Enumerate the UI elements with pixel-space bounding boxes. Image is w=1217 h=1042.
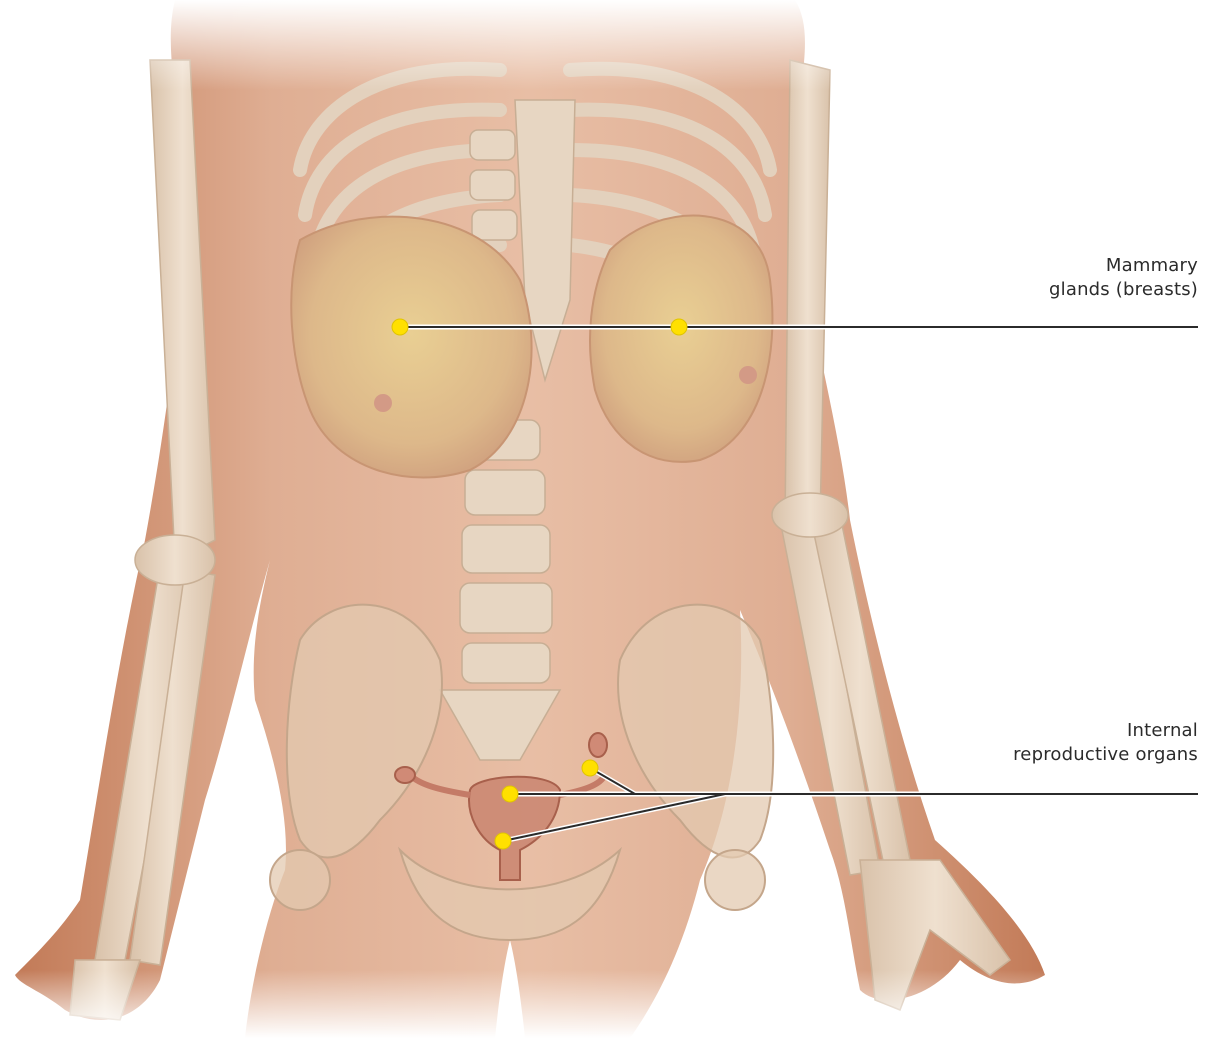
mammary-label-line2: glands (breasts): [1049, 278, 1198, 302]
left-breast: [291, 217, 531, 478]
left-nipple: [374, 394, 392, 412]
right-nipple: [739, 366, 757, 384]
left-ovary: [395, 767, 415, 783]
reproductive-label-line1: Internal: [1013, 719, 1198, 743]
bottom-fade: [0, 970, 1217, 1038]
reproductive-organs-label: Internal reproductive organs: [1013, 719, 1198, 767]
right-ovary: [589, 733, 607, 757]
ovary-marker: [582, 760, 598, 776]
mammary-label-line1: Mammary: [1049, 254, 1198, 278]
right-breast-marker: [671, 319, 687, 335]
cervix-marker: [495, 833, 511, 849]
mammary-glands-label: Mammary glands (breasts): [1049, 254, 1198, 302]
top-fade: [0, 0, 1217, 90]
left-breast-marker: [392, 319, 408, 335]
reproductive-label-line2: reproductive organs: [1013, 743, 1198, 767]
uterus-marker: [502, 786, 518, 802]
right-breast: [590, 216, 772, 462]
